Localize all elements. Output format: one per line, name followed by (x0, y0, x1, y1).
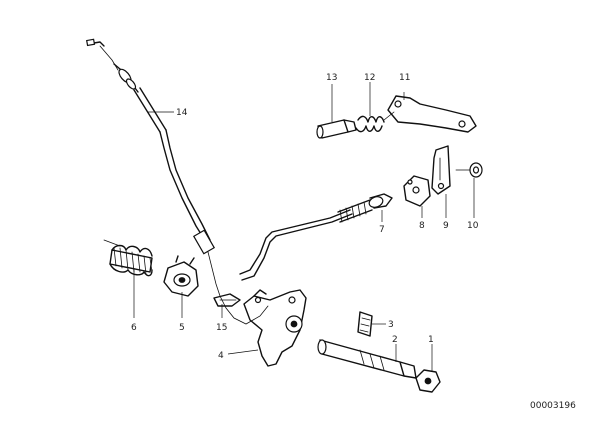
bracket-8 (403, 175, 431, 207)
callout-15: 15 (216, 323, 227, 333)
spring-12 (355, 111, 395, 133)
control-rod (239, 193, 393, 281)
reference-number: 00003196 (530, 401, 576, 411)
shaft-2 (317, 339, 417, 379)
callout-7: 7 (379, 225, 385, 235)
sleeve-13 (316, 119, 357, 139)
callout-5: 5 (179, 323, 185, 333)
callout-9: 9 (443, 221, 449, 231)
spring-6 (103, 239, 153, 277)
bushing-10 (455, 162, 483, 178)
clip-16 (213, 293, 241, 307)
callout-3: 3 (388, 320, 394, 330)
callout-13: 13 (326, 73, 337, 83)
callout-14: 14 (176, 108, 188, 118)
leader-lines (133, 82, 475, 372)
clamp-5 (163, 255, 199, 297)
callout-4: 4 (218, 351, 224, 361)
callout-6: 6 (131, 323, 137, 333)
callout-10: 10 (467, 221, 479, 231)
bracket-11 (387, 95, 477, 133)
lever-plate-4 (243, 289, 307, 367)
plate-9 (431, 145, 451, 195)
callout-1: 1 (428, 335, 434, 345)
callout-8: 8 (419, 221, 425, 231)
nut-1 (415, 369, 441, 393)
callout-2: 2 (392, 335, 398, 345)
pin-3 (357, 311, 373, 337)
cable-assembly-14 (86, 38, 269, 325)
callout-12: 12 (364, 73, 375, 83)
callout-11: 11 (399, 73, 410, 83)
callout-labels: 1 2 3 4 5 6 7 8 9 10 11 12 13 14 15 (131, 73, 479, 361)
